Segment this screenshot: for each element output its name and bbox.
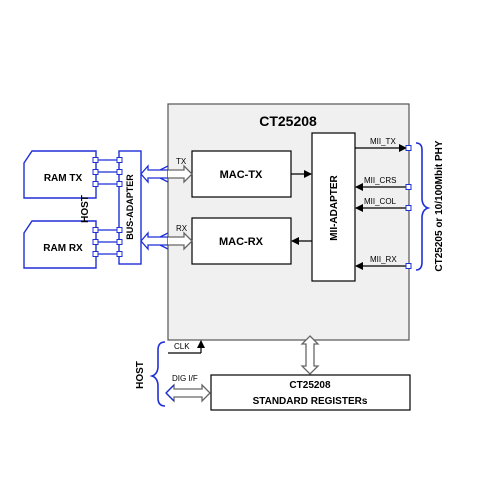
std-reg-line1: CT25208 (289, 380, 331, 391)
bus-adapter-label: BUS-ADAPTER (125, 174, 135, 240)
register-bus-arrow (300, 335, 320, 375)
std-reg-line2: STANDARD REGISTERs (253, 396, 368, 407)
phy-pins (405, 145, 412, 269)
ram-bus-connections (96, 159, 119, 255)
host-label-top: HOST (80, 195, 91, 223)
clk-label: CLK (174, 342, 190, 351)
standard-registers-block (210, 374, 411, 411)
mii-col-label: MII_COL (364, 197, 397, 206)
mii-adapter-label: MII-ADAPTER (329, 174, 340, 240)
dig-if-arrow (165, 383, 211, 403)
mac-rx-block (191, 217, 292, 265)
mii-rx-label: MII_RX (370, 255, 397, 264)
phy-brace (415, 142, 431, 271)
ram-bus-pins (92, 157, 123, 257)
tx-label: TX (176, 157, 187, 166)
dig-if-label: DIG I/F (172, 374, 198, 383)
rx-bus-arrow (140, 231, 193, 251)
rx-label: RX (176, 224, 188, 233)
phy-label: CT25205 or 10/100Mbit PHY (434, 140, 445, 271)
bus-adapter-block (118, 150, 142, 265)
mii-crs-label: MII_CRS (364, 176, 396, 185)
host-label-bottom: HOST (135, 361, 146, 389)
mac-tx-label: MAC-TX (220, 169, 263, 181)
chip-title: CT25208 (259, 113, 317, 129)
tx-bus-arrow (140, 164, 193, 184)
ram-tx-label: RAM TX (44, 173, 83, 184)
ram-rx-label: RAM RX (43, 243, 83, 254)
host-brace (149, 341, 166, 407)
mac-rx-label: MAC-RX (219, 236, 264, 248)
mii-tx-label: MII_TX (370, 137, 396, 146)
mac-tx-block (191, 150, 292, 198)
